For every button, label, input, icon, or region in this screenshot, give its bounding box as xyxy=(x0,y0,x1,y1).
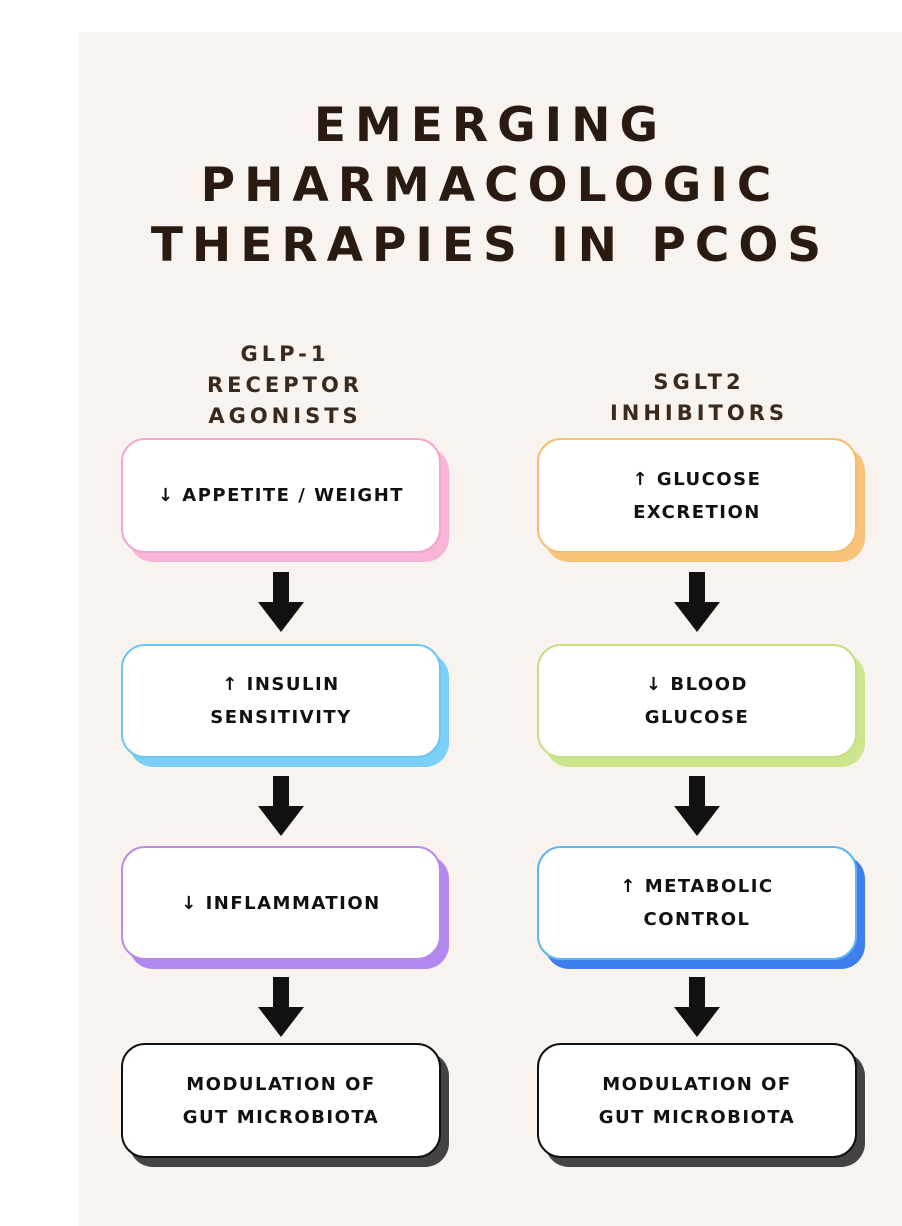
box-label: ↑ INSULIN xyxy=(222,674,340,695)
insulin-sensitivity-box: ↑ INSULIN SENSITIVITY xyxy=(121,644,441,758)
page-title: EMERGING PHARMACOLOGIC THERAPIES IN PCOS xyxy=(79,96,902,276)
box-label: EXCRETION xyxy=(633,501,761,523)
inflammation-box: ↓ INFLAMMATION xyxy=(121,846,441,960)
sglt2-column-heading: SGLT2 INHIBITORS xyxy=(572,367,826,429)
box-label: ↑ METABOLIC xyxy=(620,876,774,897)
title-line-3: THERAPIES IN PCOS xyxy=(150,218,831,273)
down-arrow-icon xyxy=(674,776,720,836)
title-line-2: PHARMACOLOGIC xyxy=(200,158,781,213)
blood-glucose-box: ↓ BLOOD GLUCOSE xyxy=(537,644,857,758)
box-label: ↓ APPETITE / WEIGHT xyxy=(157,485,405,506)
background-panel xyxy=(79,32,902,1226)
glp1-heading-line: AGONISTS xyxy=(208,404,362,428)
box-label: MODULATION OF xyxy=(186,1073,376,1095)
box-label: GUT MICROBIOTA xyxy=(598,1106,796,1128)
box-label: CONTROL xyxy=(643,909,751,930)
box-label: ↓ INFLAMMATION xyxy=(181,892,381,914)
down-arrow-icon xyxy=(674,572,720,632)
glp1-heading-line: RECEPTOR xyxy=(206,373,363,397)
gut-microbiota-box-left: MODULATION OF GUT MICROBIOTA xyxy=(121,1043,441,1158)
down-arrow-icon xyxy=(258,572,304,632)
down-arrow-icon xyxy=(258,977,304,1037)
appetite-weight-box: ↓ APPETITE / WEIGHT xyxy=(121,438,441,553)
box-label: SENSITIVITY xyxy=(210,707,352,728)
down-arrow-icon xyxy=(674,977,720,1037)
glp1-heading-line: GLP-1 xyxy=(240,342,330,366)
sglt2-heading-line: SGLT2 xyxy=(653,370,745,394)
metabolic-control-box: ↑ METABOLIC CONTROL xyxy=(537,846,857,960)
sglt2-heading-line: INHIBITORS xyxy=(609,401,789,425)
box-label: ↑ GLUCOSE xyxy=(632,468,762,490)
box-label: ↓ BLOOD xyxy=(646,674,748,695)
gut-microbiota-box-right: MODULATION OF GUT MICROBIOTA xyxy=(537,1043,857,1158)
box-label: GUT MICROBIOTA xyxy=(182,1106,380,1128)
box-label: GLUCOSE xyxy=(644,707,750,728)
down-arrow-icon xyxy=(258,776,304,836)
box-label: MODULATION OF xyxy=(602,1073,792,1095)
glucose-excretion-box: ↑ GLUCOSE EXCRETION xyxy=(537,438,857,553)
title-line-1: EMERGING xyxy=(313,98,668,153)
glp1-column-heading: GLP-1 RECEPTOR AGONISTS xyxy=(178,339,392,432)
